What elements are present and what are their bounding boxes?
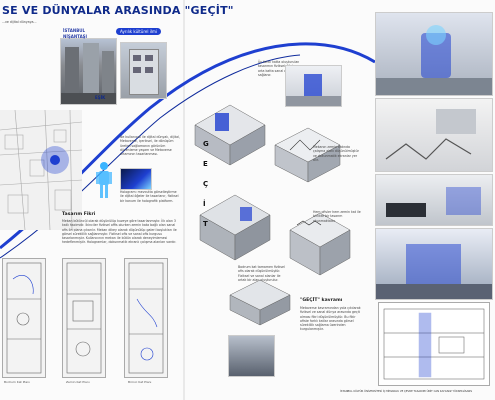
interior-render-small	[285, 65, 342, 107]
render-stair	[375, 98, 493, 172]
gecit-heading: "GEÇİT" kavramı	[300, 298, 343, 303]
board-footer: İSTANBUL KÜLTÜR ÜNİVERSİTESİ İÇ MİMARLIK…	[340, 390, 472, 393]
gecit-letter-g: G	[203, 140, 209, 148]
axo-view-bottom	[225, 270, 295, 330]
fold-line	[183, 0, 185, 400]
gecit-letter-c: Ç	[203, 180, 209, 188]
section-text-2: Mekanın zemin katında çalışma alanı düşü…	[313, 145, 359, 162]
render-facade	[228, 335, 275, 377]
plan-caption-basement: Bodrum Kat Planı	[4, 380, 30, 384]
design-heading: Tasarım Fikri	[62, 212, 96, 217]
site-map	[0, 110, 82, 230]
plan-caption-ground: Zemin Kat Planı	[66, 380, 90, 384]
hologram-photo	[120, 168, 152, 190]
bubble-label: Ayrılık kültürel ilmi	[116, 28, 161, 35]
floor-plan-first	[124, 258, 168, 378]
gecit-letter-i: İ	[203, 200, 206, 208]
floor-plan-ground	[62, 258, 106, 378]
render-virtual	[375, 228, 493, 300]
section-drawing	[378, 302, 490, 386]
gecit-letter-t: T	[203, 220, 208, 228]
building-photo	[120, 42, 167, 99]
axo-view-mid	[270, 110, 345, 190]
gecit-letter-e: E	[203, 160, 208, 168]
plan-caption-first: Birinci Kat Planı	[128, 380, 152, 384]
esik-label: EŞİK	[95, 95, 106, 100]
axo-view-low	[195, 175, 275, 270]
hologram-figure	[90, 160, 118, 200]
render-lobby	[375, 12, 493, 96]
section-text-3: Hem ofisler hem zemin kat ile birlikte b…	[313, 210, 361, 223]
left-text-1: Ne kullanıcısı ile dijital dünyalı, diji…	[120, 135, 180, 157]
board-title: SE VE DÜNYALAR ARASINDA "GEÇİT"	[2, 4, 234, 17]
gecit-text: Metaverse kavramından yola çıkılarak fiz…	[300, 306, 361, 332]
axo-view-top	[190, 85, 270, 175]
section-text-4: Bodrum kat tamamen fiziksel ofis olarak …	[238, 265, 285, 282]
istanbul-label: İSTANBUL	[63, 28, 86, 33]
nisantasi-label: NİŞANTAŞI	[63, 34, 88, 39]
left-text-2: Hologram: mevcutta görselleştirme ile di…	[120, 190, 179, 203]
section-text-1: Üç farklı katta oluşturulan tasarımın fi…	[258, 60, 309, 77]
design-text: Mekan bütüncül olarak düşünülüp kuzeye g…	[62, 219, 177, 245]
street-photo	[60, 38, 117, 105]
floor-plan-basement	[2, 258, 46, 378]
axo-view-stair	[285, 195, 355, 285]
render-office	[375, 174, 493, 226]
intro-text: ...ve dijital dünyaya...	[2, 20, 37, 24]
